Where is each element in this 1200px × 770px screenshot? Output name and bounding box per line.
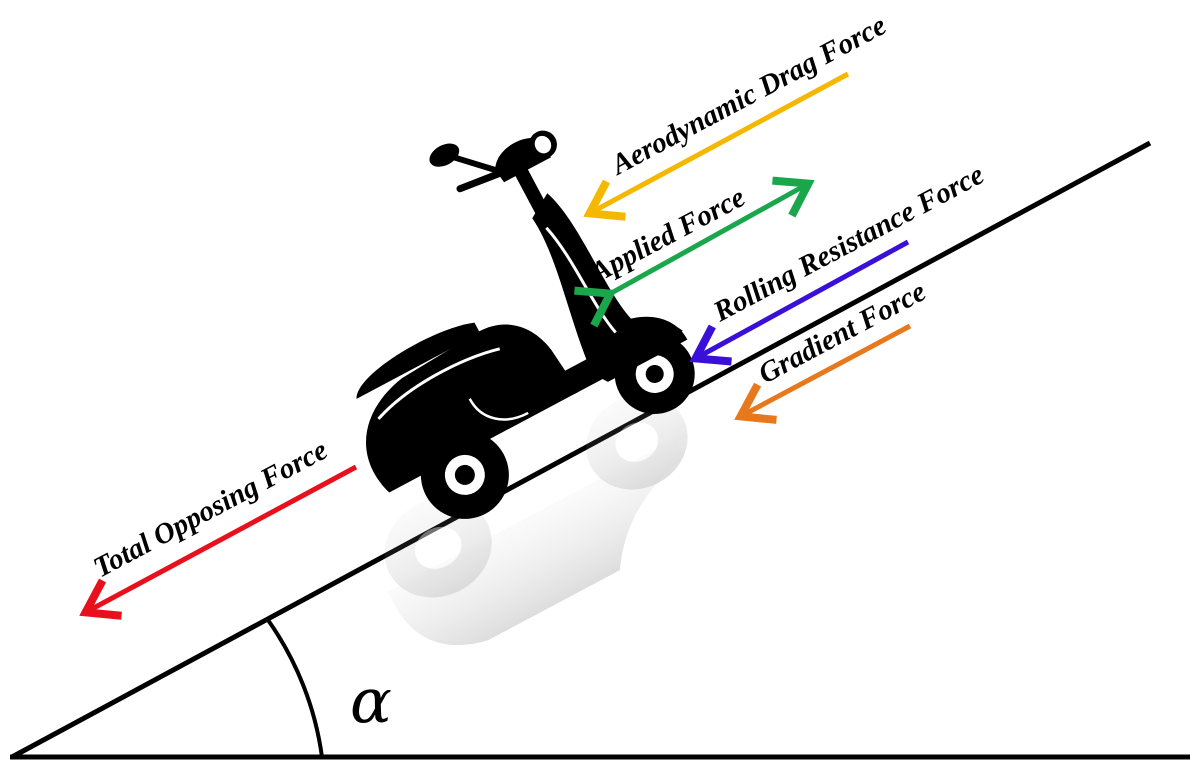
scooter-icon <box>356 130 695 519</box>
total-opposing-label: Total Opposing Force <box>88 434 333 584</box>
applied-force-arrow <box>574 176 815 328</box>
total-opposing-arrow <box>79 464 358 620</box>
gradient-force-arrow <box>734 323 912 424</box>
scooter-reflection <box>384 394 688 646</box>
angle-arc <box>266 618 324 758</box>
aerodynamic-drag-label: Aerodynamic Drag Force <box>604 9 891 182</box>
incline-line <box>10 140 1152 760</box>
rolling-resistance-arrow <box>689 239 910 366</box>
angle-label: α <box>350 664 392 737</box>
applied-force-label: Applied Force <box>583 181 750 290</box>
